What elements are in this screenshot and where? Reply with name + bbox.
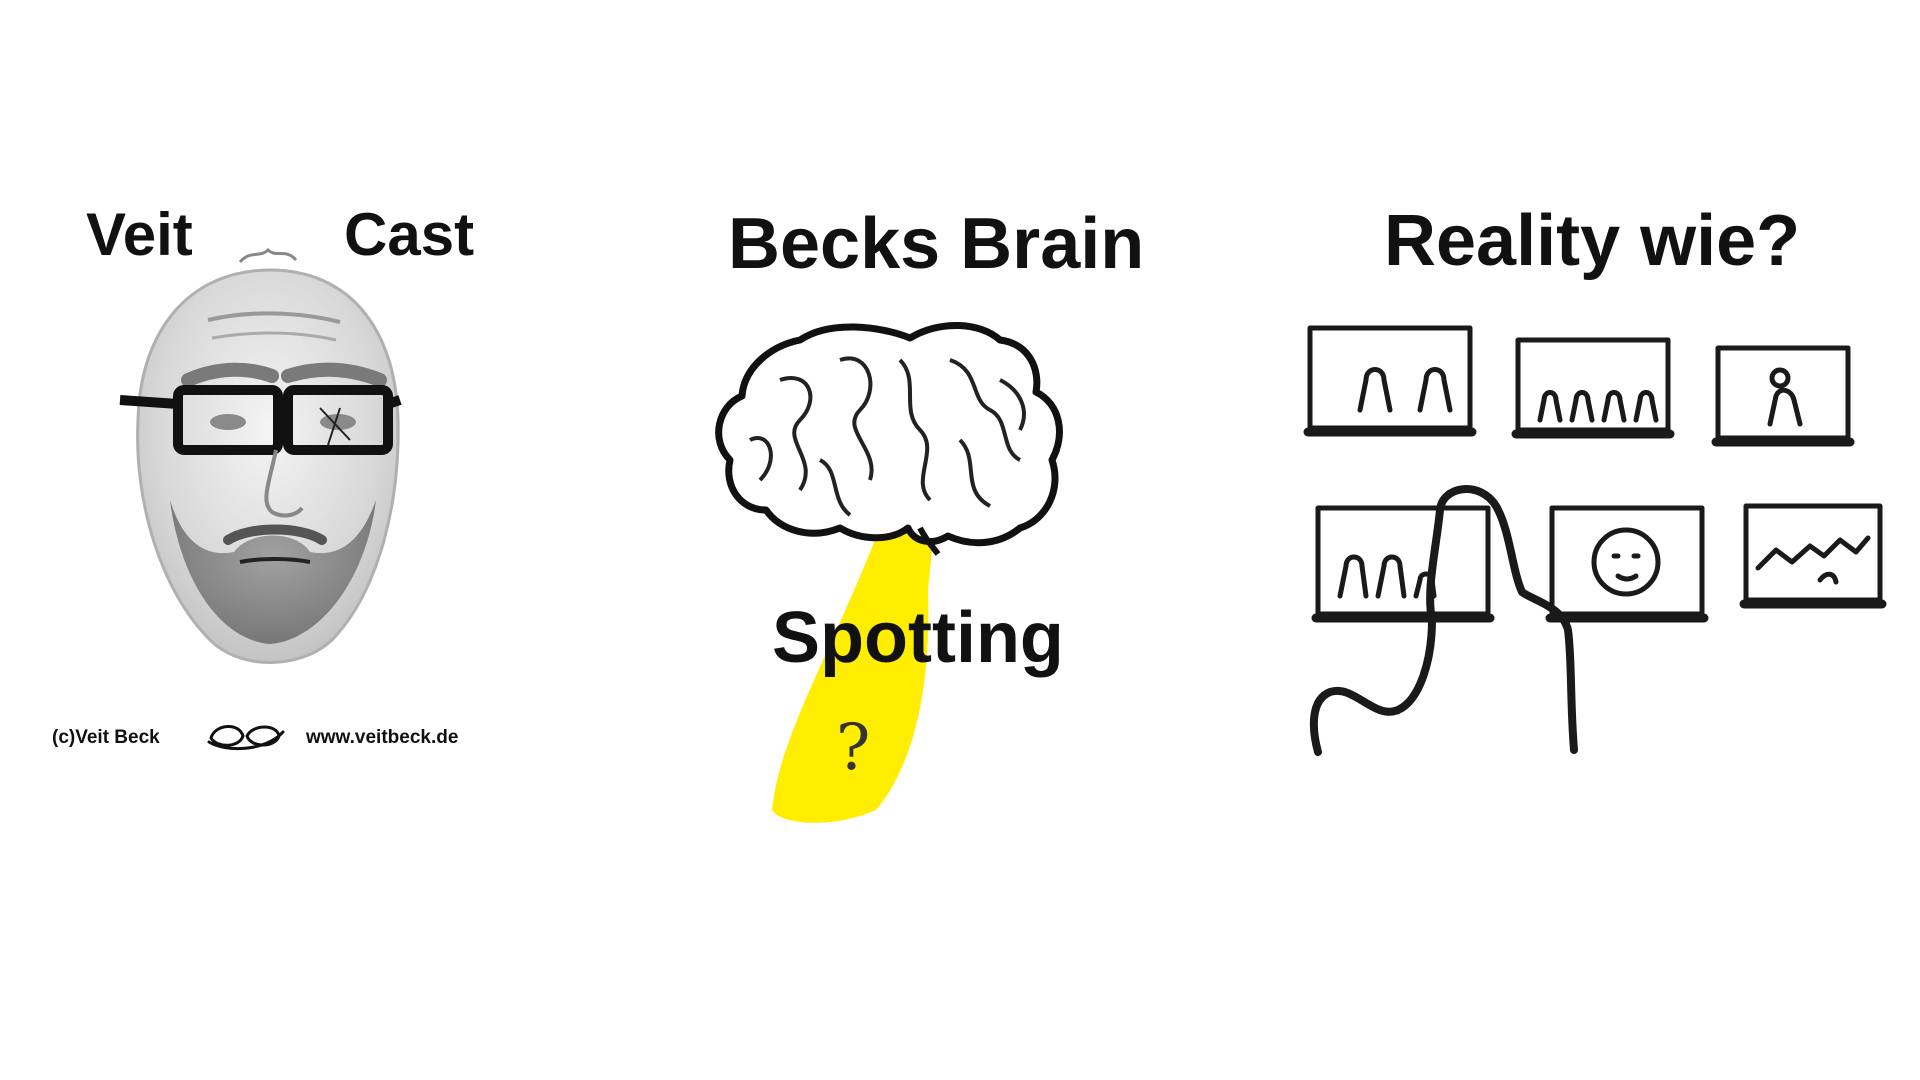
left-panel: Veit Cast [0,0,560,1080]
title-becks-brain: Becks Brain [728,204,1145,284]
hand-with-screens-sketch [1303,325,1887,756]
website-text: www.veitbeck.de [306,727,459,748]
title-veit: Veit [86,201,193,268]
brain-spotlight-sketch [715,321,1063,823]
right-panel: Reality wie? [1290,0,1910,1080]
copyright-text: (c)Veit Beck [52,727,160,748]
signature-glasses-icon [207,725,285,751]
question-mark: ? [836,711,871,785]
title-reality-wie: Reality wie? [1384,201,1801,281]
portrait-sketch [119,247,402,664]
title-cast: Cast [344,201,475,268]
subtitle-spotting: Spotting [772,598,1064,678]
middle-panel: Becks Brain Spotting ? [680,0,1240,1080]
